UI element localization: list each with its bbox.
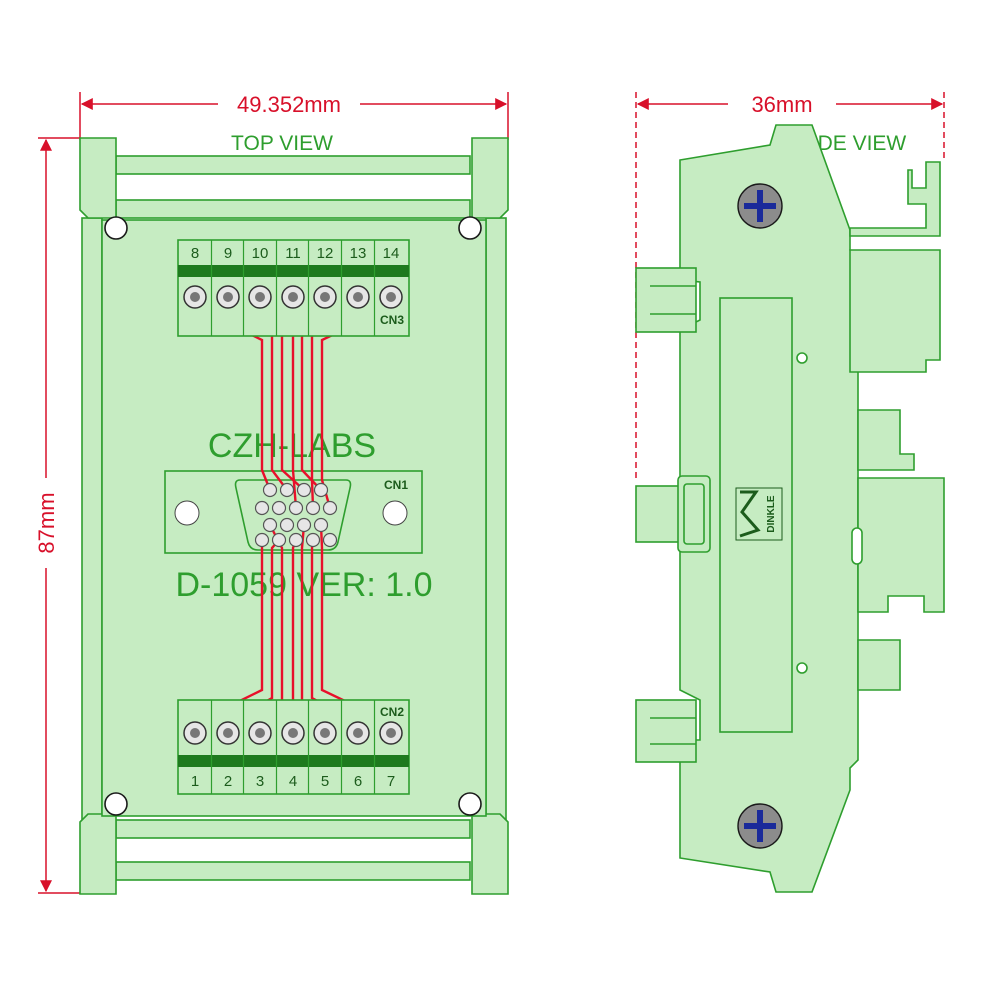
db9-pin: [305, 500, 321, 516]
terminal-pin-number: 11: [285, 245, 301, 262]
dinkle-logo: DINKLE: [735, 487, 783, 541]
dimension-label-side-width: 36mm: [751, 92, 812, 117]
db9-pin: [313, 482, 329, 498]
db9-pin: [279, 517, 295, 533]
terminal-screw-center: [353, 292, 363, 302]
dimension-top-width: 49.352mm: [79, 92, 509, 140]
terminal-pin-number: 2: [224, 773, 232, 790]
screw-bottom: [737, 803, 783, 849]
terminal-pin-number: 5: [321, 773, 329, 790]
terminal-screw-center: [223, 728, 233, 738]
dimension-height: 87mm: [34, 137, 80, 894]
db9-pin: [271, 500, 287, 516]
terminal-screw-center: [190, 728, 200, 738]
top-view-label: TOP VIEW: [231, 132, 333, 155]
db9-pin: [262, 482, 278, 498]
terminal-screw-center: [190, 292, 200, 302]
terminal-screw-center: [288, 292, 298, 302]
terminal-pin-number: 3: [256, 773, 264, 790]
db9-pin: [279, 482, 295, 498]
terminal-pin-number: 8: [191, 245, 199, 262]
side-view-label: SIDE VIEW: [798, 132, 907, 155]
db9-pin: [313, 517, 329, 533]
terminal-pin-number: 4: [289, 773, 297, 790]
db9-pin: [271, 532, 287, 548]
terminal-top-pins: 8 9 10 11 12 13 14: [183, 240, 403, 336]
db9-pin: [322, 500, 338, 516]
terminal-screw-center: [223, 292, 233, 302]
pcb-trace: [291, 307, 298, 509]
terminal-screw-center: [386, 292, 396, 302]
model-label: D-1059 VER: 1.0: [175, 566, 432, 604]
terminal-screw-center: [255, 292, 265, 302]
cn3-label: CN3: [380, 313, 404, 327]
db9-pin: [322, 532, 338, 548]
db9-pin: [305, 532, 321, 548]
screw-top: [737, 183, 783, 229]
cn2-label: CN2: [380, 705, 404, 719]
db9-pin: [288, 532, 304, 548]
dimension-label-height: 87mm: [34, 492, 59, 553]
terminal-block-bottom: CN2: [177, 699, 410, 795]
terminal-screw-center: [386, 728, 396, 738]
terminal-pin-number: 10: [252, 245, 269, 262]
terminal-screw-center: [353, 728, 363, 738]
terminal-screw-center: [288, 728, 298, 738]
terminal-screw-center: [320, 292, 330, 302]
db9-pin: [254, 532, 270, 548]
dinkle-brand-label: DINKLE: [766, 495, 777, 533]
db9-pin: [254, 500, 270, 516]
db9-pin: [296, 517, 312, 533]
db9-pin: [296, 482, 312, 498]
cn1-label: CN1: [384, 478, 408, 492]
terminal-pin-number: 14: [383, 245, 400, 262]
side-view: [635, 124, 945, 893]
terminal-screw-center: [255, 728, 265, 738]
terminal-pin-number: 9: [224, 245, 232, 262]
terminal-pin-number: 1: [191, 773, 199, 790]
db9-pin: [288, 500, 304, 516]
db9-pin: [262, 517, 278, 533]
terminal-bottom-pins: 1 2 3 4 5 6 7: [183, 700, 403, 794]
terminal-pin-number: 7: [387, 773, 395, 790]
terminal-pin-number: 6: [354, 773, 362, 790]
dimension-side-width: 36mm: [635, 92, 945, 480]
terminal-screw-center: [320, 728, 330, 738]
terminal-pin-number: 12: [317, 245, 334, 262]
terminal-pin-number: 13: [350, 245, 367, 262]
dimension-label-top-width: 49.352mm: [237, 92, 341, 117]
db9-pins: [254, 482, 338, 548]
